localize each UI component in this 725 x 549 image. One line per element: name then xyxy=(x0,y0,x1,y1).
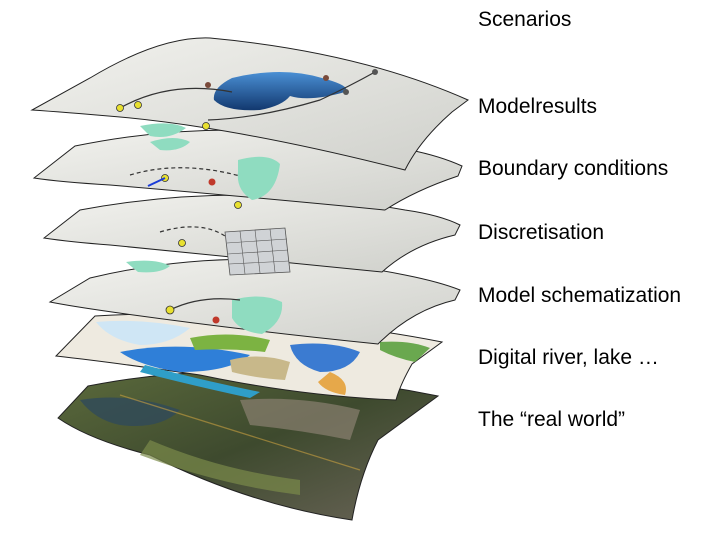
label-modelresults: Modelresults xyxy=(478,95,598,118)
label-digital-river-lake: Digital river, lake … xyxy=(478,346,659,369)
label-scenarios: Scenarios xyxy=(478,8,572,31)
label-model-schematization: Model schematization xyxy=(478,284,682,307)
label-boundary-conditions: Boundary conditions xyxy=(478,157,669,180)
layer-real-world xyxy=(57,371,440,521)
label-discretisation: Discretisation xyxy=(478,221,605,244)
layer-discretisation xyxy=(42,194,461,276)
label-real-world: The “real world” xyxy=(478,408,626,431)
layer-model-schematization xyxy=(48,258,461,345)
layer-scenarios-modelresults xyxy=(30,37,469,171)
